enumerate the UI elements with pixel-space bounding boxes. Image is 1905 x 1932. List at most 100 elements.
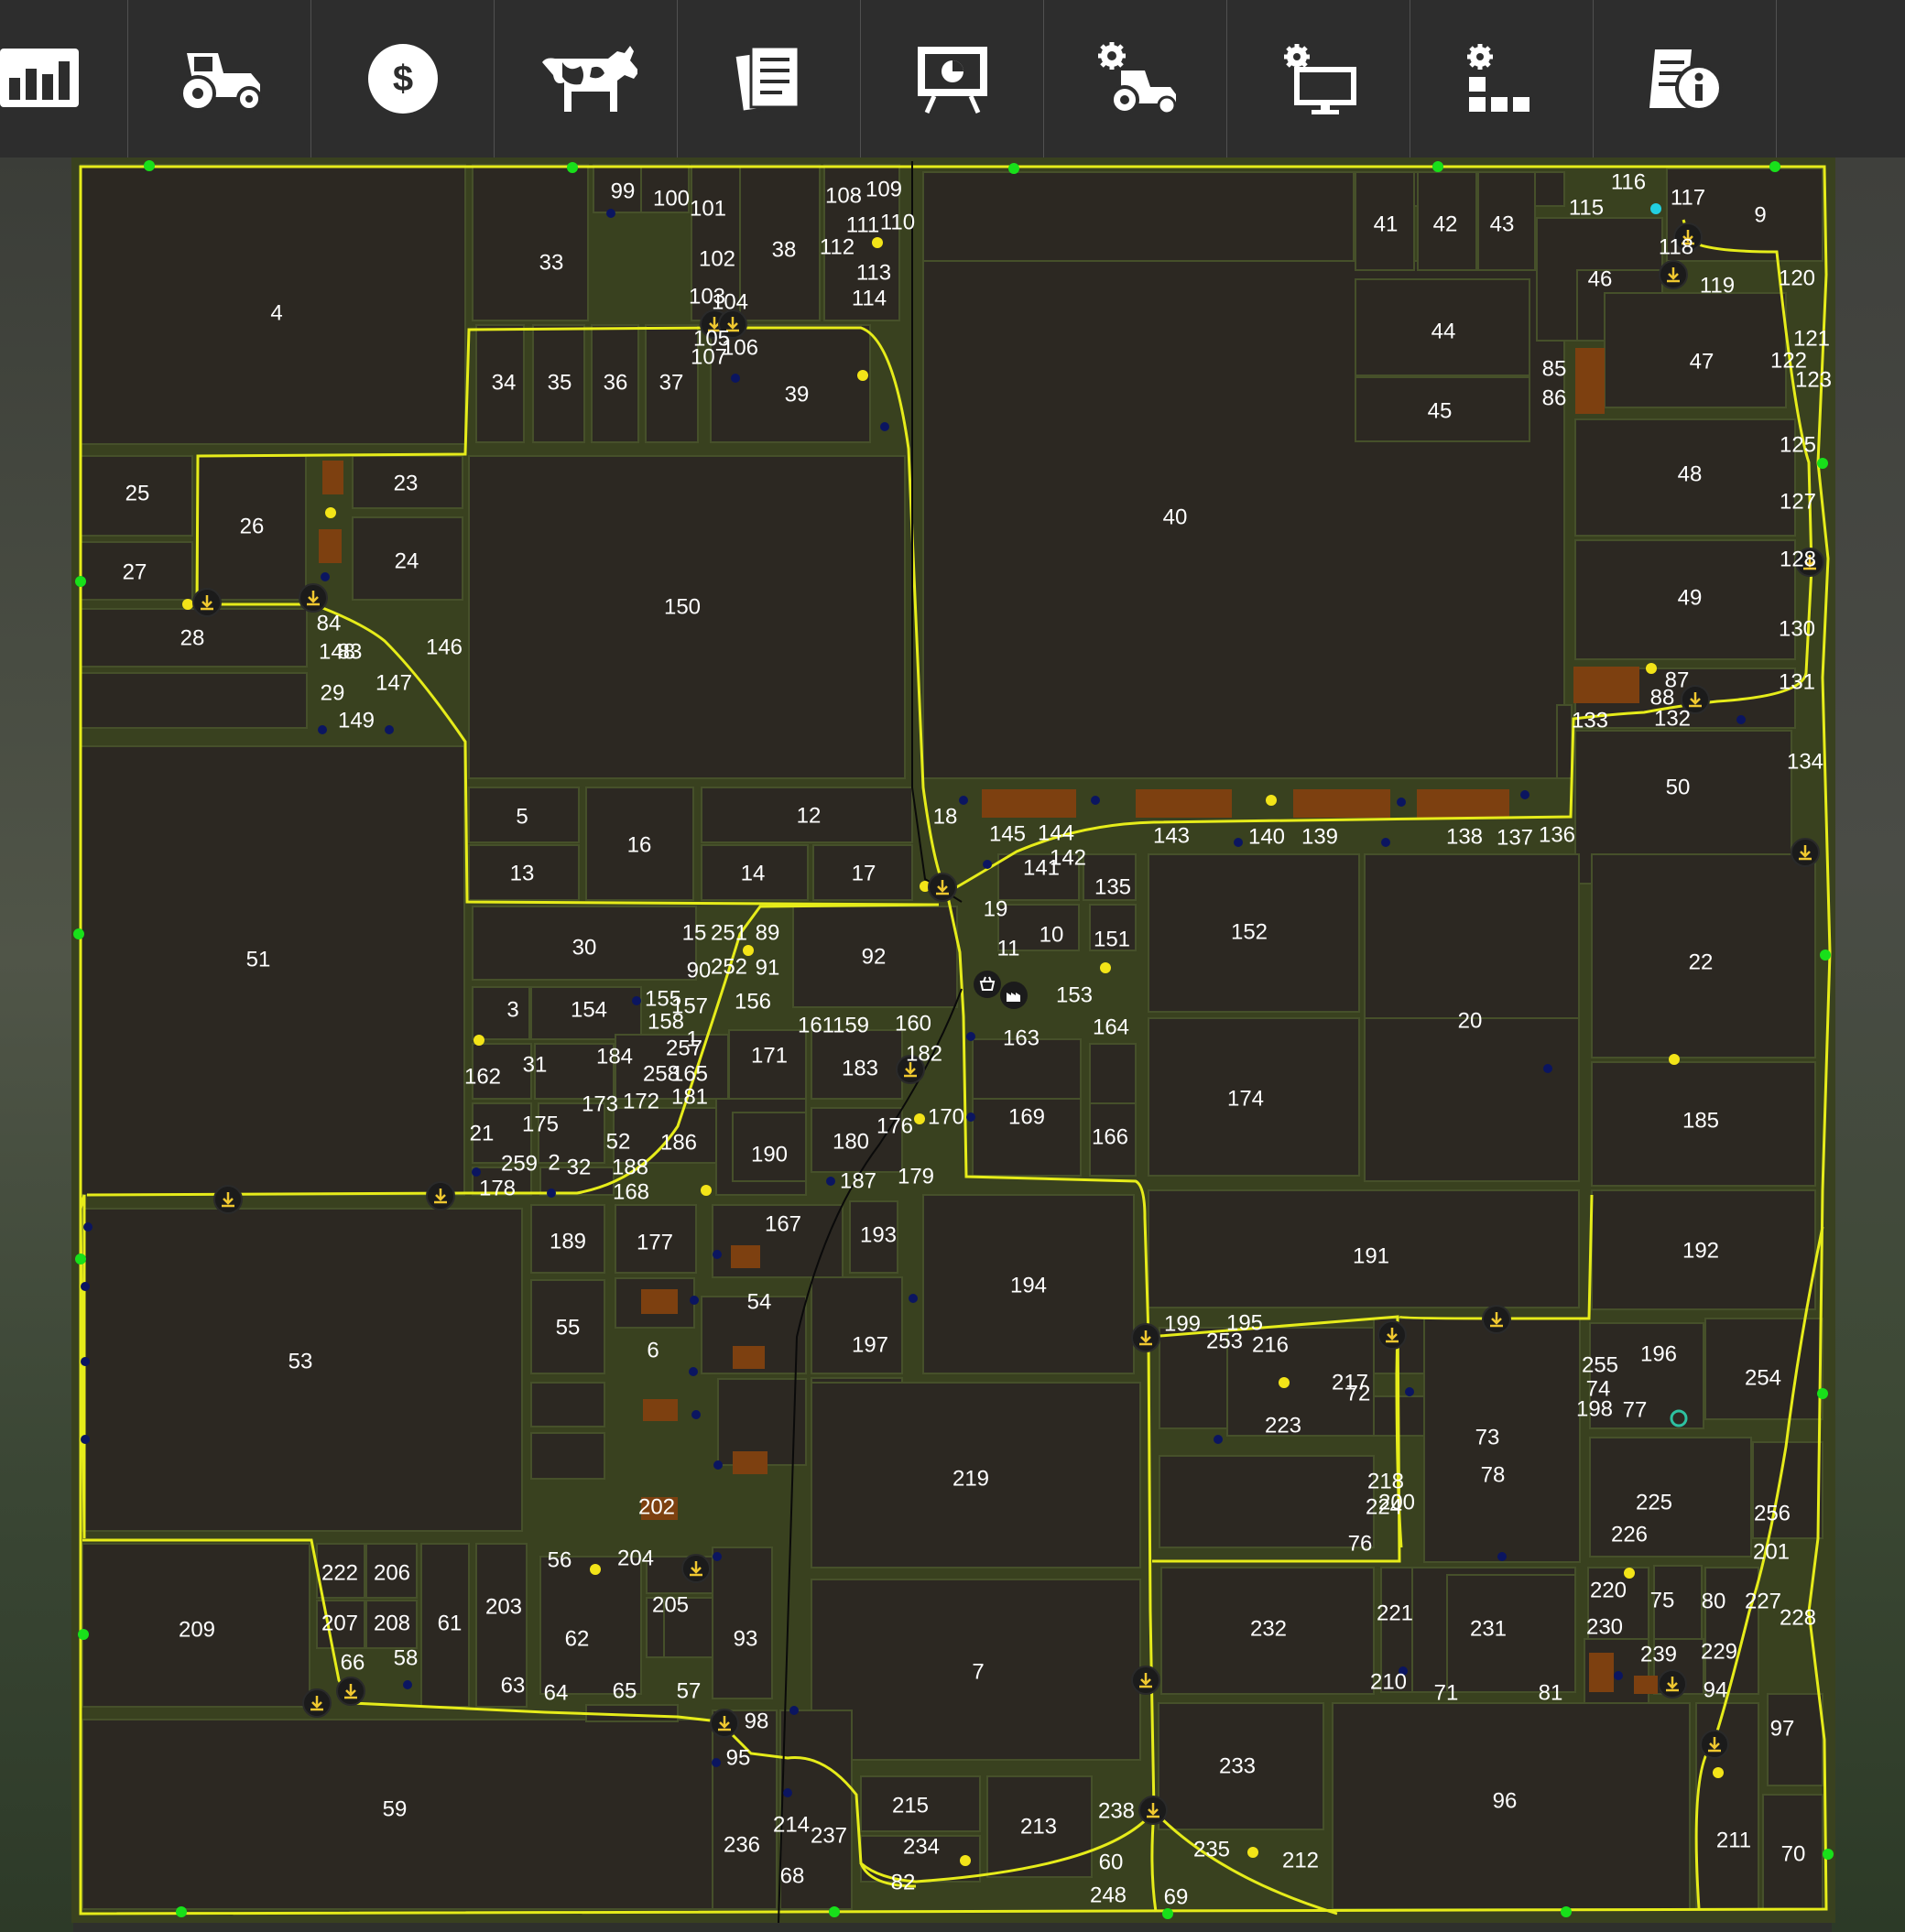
sell-point-icon[interactable]	[1795, 548, 1824, 577]
sell-point-icon[interactable]	[1377, 1320, 1407, 1350]
sell-point-icon[interactable]	[896, 1055, 925, 1084]
tab-contracts[interactable]	[678, 0, 861, 157]
sell-point-icon[interactable]	[1681, 685, 1710, 714]
field-area	[539, 1556, 642, 1695]
sell-point-icon[interactable]	[1131, 1323, 1160, 1352]
field-number-label: 199	[1164, 1312, 1201, 1337]
field-number-label: 200	[1378, 1491, 1415, 1515]
tab-statistics[interactable]	[0, 0, 128, 157]
map-point-green	[1817, 1388, 1828, 1399]
field-area	[530, 1279, 605, 1374]
factory-icon[interactable]	[1000, 982, 1028, 1009]
sell-point-icon[interactable]	[681, 1554, 711, 1583]
tab-tutorial[interactable]	[861, 0, 1044, 157]
field-number-label: 156	[735, 990, 771, 1015]
field-number-label: 253	[1206, 1330, 1243, 1354]
field-number-label: 36	[604, 371, 628, 396]
field-area	[615, 1034, 729, 1100]
field-number-label: 101	[690, 197, 726, 222]
map-point-cyan	[1650, 203, 1661, 214]
field-number-label: 189	[550, 1230, 586, 1254]
sell-point-icon[interactable]	[710, 1709, 739, 1738]
sell-point-icon[interactable]	[1700, 1730, 1729, 1759]
field-number-label: 58	[394, 1646, 419, 1671]
field-area	[1704, 1567, 1759, 1695]
field-number-label: 182	[906, 1042, 942, 1067]
tab-vehicle-settings[interactable]	[1044, 0, 1227, 157]
field-number-label: 128	[1780, 548, 1816, 572]
sell-point-icon[interactable]	[718, 309, 747, 339]
map-point-blue	[1520, 790, 1529, 799]
field-number-label: 46	[1588, 267, 1613, 292]
field-number-label: 62	[565, 1627, 590, 1652]
map-point-blue	[909, 1294, 918, 1303]
field-number-label: 169	[1008, 1105, 1045, 1130]
field-area	[80, 455, 193, 537]
sell-point-icon[interactable]	[302, 1688, 332, 1718]
sell-point-icon[interactable]	[1673, 223, 1703, 252]
storage-patch	[641, 1497, 678, 1520]
map-point-yellow	[743, 945, 754, 956]
road	[86, 1191, 468, 1197]
field-area	[468, 844, 580, 901]
field-number-label: 29	[321, 681, 345, 706]
field-area	[1653, 1565, 1703, 1640]
storage-patch	[1417, 789, 1509, 818]
field-number-label: 239	[1640, 1643, 1677, 1667]
field-area	[613, 1107, 724, 1164]
field-number-label: 72	[1346, 1382, 1371, 1406]
sell-point-icon[interactable]	[426, 1181, 455, 1210]
field-number-label: 48	[1678, 462, 1703, 487]
field-number-label: 1	[686, 1027, 698, 1052]
tab-help[interactable]	[1594, 0, 1777, 157]
field-number-label: 83	[338, 640, 363, 665]
field-number-label: 5	[516, 805, 528, 830]
field-area	[80, 541, 193, 601]
tab-general-settings[interactable]	[1227, 0, 1410, 157]
sell-point-icon[interactable]	[213, 1185, 243, 1214]
sell-point-icon[interactable]	[1659, 260, 1688, 289]
field-number-label: 88	[1650, 686, 1675, 711]
shop-icon[interactable]	[974, 971, 1001, 998]
field-number-label: 6	[647, 1339, 659, 1363]
field-number-label: 37	[659, 371, 684, 396]
field-number-label: 104	[712, 290, 748, 315]
tab-vehicles[interactable]	[128, 0, 311, 157]
field-number-label: 192	[1682, 1239, 1719, 1264]
field-number-label: 90	[687, 959, 712, 983]
field-number-label: 105	[693, 327, 730, 352]
field-area	[779, 1709, 853, 1910]
field-area	[585, 787, 694, 901]
sell-point-icon[interactable]	[1138, 1796, 1168, 1825]
field-area	[1355, 278, 1530, 376]
sell-point-icon[interactable]	[299, 583, 328, 613]
field-area	[80, 608, 308, 668]
field-number-label: 94	[1704, 1678, 1728, 1703]
field-number-label: 86	[1542, 386, 1567, 411]
storage-patch	[1634, 1676, 1658, 1694]
sell-point-icon[interactable]	[928, 873, 957, 902]
field-area	[739, 164, 821, 321]
tab-production[interactable]	[1410, 0, 1594, 157]
field-number-label: 120	[1779, 266, 1815, 291]
sell-point-icon[interactable]	[1131, 1666, 1160, 1695]
field-number-label: 21	[470, 1122, 495, 1146]
sell-point-icon[interactable]	[336, 1677, 365, 1706]
tab-animals[interactable]	[495, 0, 678, 157]
field-area	[475, 324, 525, 443]
field-area	[530, 986, 642, 1040]
sell-point-icon[interactable]	[192, 588, 222, 617]
field-area	[82, 1719, 713, 1910]
boxes-gear-icon	[1464, 42, 1540, 115]
storage-patch	[1575, 348, 1605, 414]
tab-finances[interactable]: $	[311, 0, 495, 157]
sell-point-icon[interactable]	[1791, 838, 1820, 867]
sell-point-icon[interactable]	[1482, 1305, 1511, 1334]
sell-point-icon[interactable]	[1658, 1669, 1687, 1699]
field-number-label: 150	[664, 595, 701, 620]
field-number-label: 78	[1481, 1463, 1506, 1488]
field-number-label: 188	[612, 1156, 648, 1180]
field-area	[352, 455, 463, 509]
